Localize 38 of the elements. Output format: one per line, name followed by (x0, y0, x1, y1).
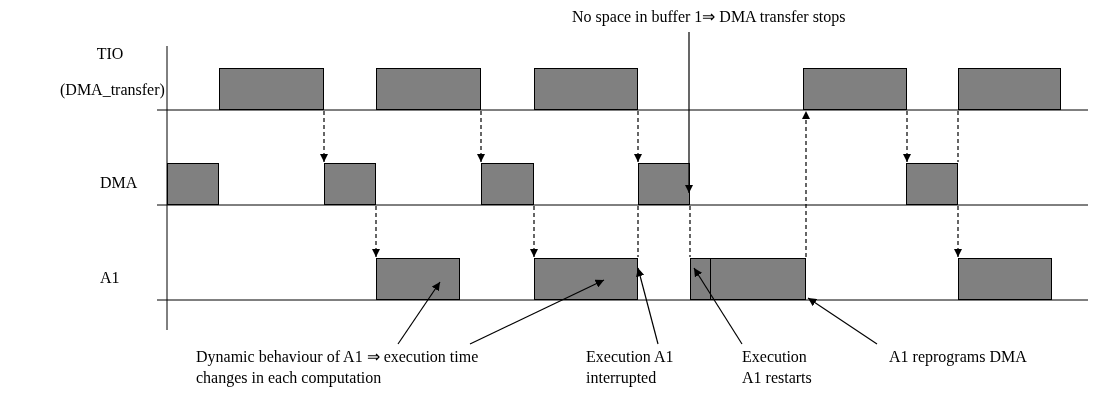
arrow (633, 110, 643, 163)
pulse-bar (219, 68, 324, 110)
annotation-text: Dynamic behaviour of A1 ⇒ execution time changes in each computation (196, 346, 496, 388)
arrow (801, 110, 811, 258)
pulse-bar (324, 163, 376, 205)
annotation-text: Execution A1 interrupted (586, 346, 726, 388)
pulse-bar (167, 163, 219, 205)
annotation-text: Execution A1 restarts (742, 346, 824, 388)
pulse-bar (906, 163, 958, 205)
dashed-line (957, 110, 959, 163)
annotation-text: A1 reprograms DMA (889, 346, 1079, 367)
signal-name: A1 (100, 268, 121, 288)
pulse-bar (376, 68, 481, 110)
pulse-bar (534, 258, 638, 300)
pulse-bar (710, 258, 806, 300)
pulse-bar (803, 68, 907, 110)
leader-line (469, 279, 605, 345)
pulse-bar (638, 163, 690, 205)
leader-line (807, 297, 878, 345)
pulse-bar (958, 258, 1052, 300)
leader-line (636, 267, 659, 345)
annotation-text: No space in buffer 1⇒ DMA transfer stops (572, 6, 1092, 27)
dashed-line (637, 205, 639, 258)
leader-line (684, 31, 694, 194)
leader-line (397, 281, 441, 345)
arrow (953, 205, 963, 258)
arrow (319, 110, 329, 163)
pulse-bar (958, 68, 1061, 110)
signal-name: DMA (100, 173, 139, 193)
arrow (902, 110, 912, 163)
dashed-line (689, 205, 691, 258)
pulse-bar (534, 68, 638, 110)
arrow (529, 205, 539, 258)
pulse-bar (376, 258, 460, 300)
pulse-bar (481, 163, 534, 205)
leader-line (693, 267, 743, 345)
arrow (371, 205, 381, 258)
arrow (476, 110, 486, 163)
